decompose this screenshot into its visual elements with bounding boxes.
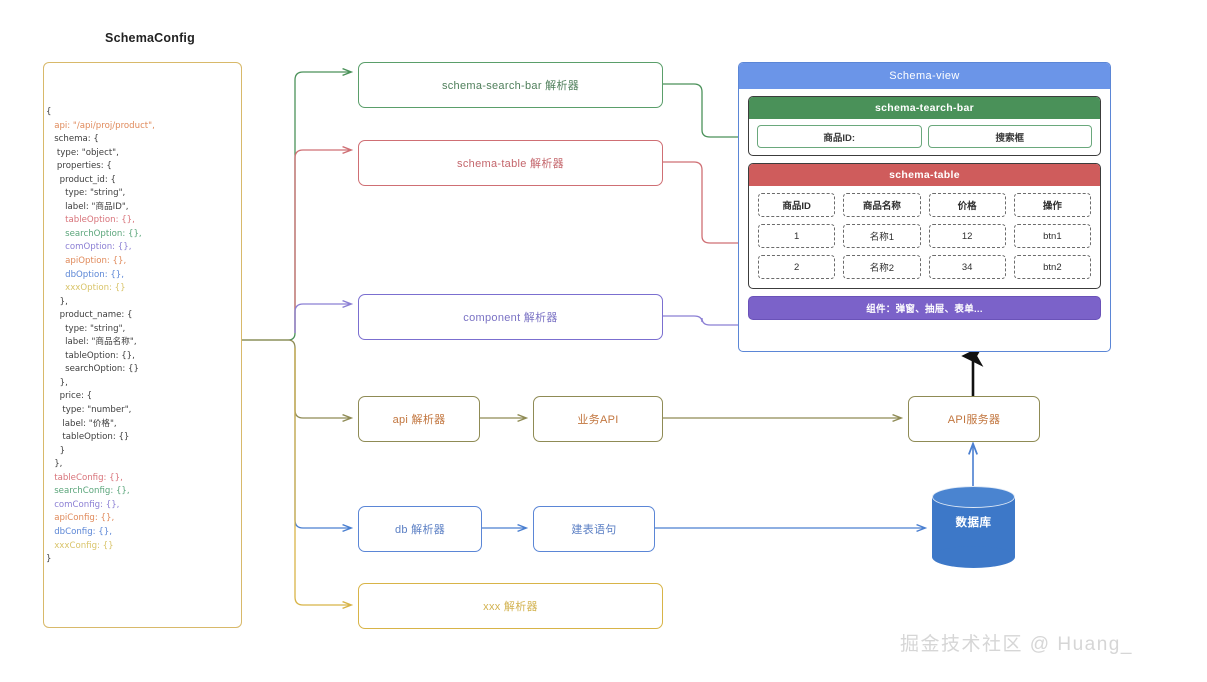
json-line-5: product_id: { — [46, 174, 116, 185]
table-cell-1[interactable]: 名称2 — [843, 255, 921, 279]
table-cell-2[interactable]: 34 — [928, 255, 1006, 279]
table-row: 2 名称2 34 btn2 — [758, 255, 1091, 279]
json-line-33: } — [46, 554, 52, 565]
json-line-20: }, — [46, 377, 68, 388]
json-line-21: price: { — [46, 391, 93, 402]
schema-table-header: schema-table — [749, 164, 1100, 186]
parser-label: db 解析器 — [394, 524, 446, 536]
schema-search-bar-header: schema-tearch-bar — [749, 97, 1100, 119]
search-field-1[interactable]: 搜索框 — [927, 125, 1092, 148]
json-line-31: dbConfig: {}, — [46, 526, 112, 537]
search-field-0[interactable]: 商品ID: — [757, 125, 922, 148]
json-line-4: properties: { — [46, 161, 112, 172]
table-cell-0[interactable]: 1 — [758, 224, 836, 248]
wire-json-to-search-parser — [240, 67, 354, 341]
wire-json-to-component-parser — [294, 299, 354, 333]
database-top-ellipse — [932, 486, 1015, 508]
json-line-0: { — [46, 107, 52, 117]
schema-search-bar-card: schema-tearch-bar 商品ID:搜索框 — [748, 96, 1101, 156]
json-line-19: searchOption: {} — [46, 364, 139, 375]
json-config-code: { api: "/api/proj/product", schema: { ty… — [46, 106, 242, 567]
wire-json-to-api-parser — [240, 339, 354, 423]
table-header-cell-2: 价格 — [928, 193, 1006, 217]
page-title: SchemaConfig — [105, 31, 195, 45]
wire-json-to-db-parser — [294, 348, 354, 533]
json-line-11: apiOption: {}, — [46, 256, 127, 267]
json-line-13: xxxOption: {} — [46, 283, 126, 294]
biz-api-label: 业务API — [577, 414, 619, 426]
watermark: 掘金技术社区 @ Huang_ — [900, 634, 1133, 655]
table-header-cell-3: 操作 — [1013, 193, 1091, 217]
parser-label: component 解析器 — [463, 312, 558, 324]
parser-box-schema-search-bar[interactable]: schema-search-bar 解析器 — [358, 62, 663, 108]
json-line-27: tableConfig: {}, — [46, 472, 123, 483]
json-line-12: dbOption: {}, — [46, 269, 125, 280]
json-line-16: type: "string", — [46, 323, 126, 334]
json-line-25: } — [46, 445, 66, 456]
parser-label: schema-table 解析器 — [457, 158, 564, 170]
table-cell-1[interactable]: 名称1 — [843, 224, 921, 248]
json-line-9: searchOption: {}, — [46, 228, 142, 239]
schema-view-title: Schema-view — [739, 63, 1110, 89]
table-cell-3[interactable]: btn1 — [1013, 224, 1091, 248]
table-header-row: 商品ID 商品名称价格操作 — [758, 193, 1091, 217]
json-line-2: schema: { — [46, 134, 99, 145]
component-bar[interactable]: 组件：弹窗、抽屉、表单... — [748, 296, 1101, 320]
table-cell-2[interactable]: 12 — [928, 224, 1006, 248]
json-line-26: }, — [46, 459, 63, 470]
json-line-23: label: "价格", — [46, 418, 117, 429]
json-line-8: tableOption: {}, — [46, 215, 135, 226]
database-bottom-ellipse — [932, 546, 1015, 568]
table-cell-0[interactable]: 2 — [758, 255, 836, 279]
api-server-box[interactable]: API服务器 — [908, 396, 1040, 442]
parser-box-component[interactable]: component 解析器 — [358, 294, 663, 340]
parser-box-schema-table[interactable]: schema-table 解析器 — [358, 140, 663, 186]
json-line-7: label: "商品ID", — [46, 201, 129, 212]
json-line-14: }, — [46, 296, 68, 307]
json-line-32: xxxConfig: {} — [46, 540, 114, 551]
database-cylinder: 数据库 — [932, 486, 1015, 568]
json-line-3: type: "object", — [46, 147, 119, 158]
json-line-6: type: "string", — [46, 188, 126, 199]
database-label: 数据库 — [955, 517, 992, 529]
table-header-cell-1: 商品名称 — [843, 193, 921, 217]
json-line-29: comConfig: {}, — [46, 499, 120, 510]
json-line-28: searchConfig: {}, — [46, 486, 130, 497]
json-line-18: tableOption: {}, — [46, 350, 135, 361]
json-line-22: type: "number", — [46, 405, 132, 416]
sql-label: 建表语句 — [571, 524, 617, 536]
parser-box-api[interactable]: api 解析器 — [358, 396, 480, 442]
table-row: 1 名称1 12 btn1 — [758, 224, 1091, 248]
schema-config-panel — [43, 62, 242, 628]
json-line-30: apiConfig: {}, — [46, 513, 115, 524]
wire-json-to-xxx-parser — [294, 348, 354, 610]
parser-label: xxx 解析器 — [483, 601, 538, 613]
json-line-17: label: "商品名称", — [46, 337, 137, 348]
wire-json-to-table-parser — [294, 145, 354, 333]
schema-search-bar-fields: 商品ID:搜索框 — [749, 119, 1100, 155]
table-header-cell-0: 商品ID — [758, 193, 836, 217]
biz-api-box[interactable]: 业务API — [533, 396, 663, 442]
json-line-1: api: "/api/proj/product", — [46, 120, 155, 131]
schema-table-card: schema-table 商品ID 商品名称价格操作 1 名称1 12 btn1 2 名称2 3… — [748, 163, 1101, 289]
schema-view-panel: Schema-view schema-tearch-bar 商品ID:搜索框 s… — [738, 62, 1111, 352]
parser-box-xxx[interactable]: xxx 解析器 — [358, 583, 663, 629]
schema-table-grid: 商品ID 商品名称价格操作 1 名称1 12 btn1 2 名称2 34 btn2 — [749, 186, 1100, 288]
parser-label: schema-search-bar 解析器 — [441, 80, 580, 92]
create-table-sql-box[interactable]: 建表语句 — [533, 506, 655, 552]
api-server-label: API服务器 — [947, 414, 1001, 426]
table-cell-3[interactable]: btn2 — [1013, 255, 1091, 279]
parser-box-db[interactable]: db 解析器 — [358, 506, 482, 552]
json-line-24: tableOption: {} — [46, 432, 130, 443]
json-line-10: comOption: {}, — [46, 242, 132, 253]
parser-label: api 解析器 — [392, 414, 446, 426]
schema-view-body: schema-tearch-bar 商品ID:搜索框 schema-table … — [739, 89, 1110, 289]
json-line-15: product_name: { — [46, 310, 133, 321]
